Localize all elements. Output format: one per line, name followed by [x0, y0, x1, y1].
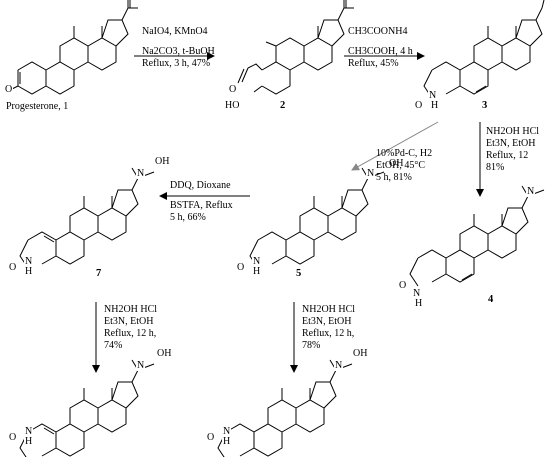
atom-h-compound-3: H — [430, 100, 440, 111]
structure-product-step-7 — [217, 359, 353, 457]
reaction-arrows — [92, 52, 484, 373]
compound-label-progesterone: Progesterone, 1 — [6, 101, 69, 112]
conditions-line: Na2CO3, t-BuOH — [142, 46, 215, 57]
compound-number-5: 5 — [296, 268, 302, 279]
conditions-step-5: DDQ, Dioxane BSTFA, Reflux 5 h, 66% — [170, 180, 233, 224]
atom-h-product-6: H — [24, 436, 34, 447]
atom-oh-compound-5: OH — [388, 158, 405, 169]
conditions-line: NaIO4, KMnO4 — [142, 26, 208, 37]
atom-h-product-7: H — [222, 436, 232, 447]
conditions-line: Reflux, 12 — [486, 150, 529, 161]
compound-number-7: 7 — [96, 268, 102, 279]
structure-compound-5 — [249, 167, 385, 269]
atom-o-compound-3: O — [414, 100, 424, 111]
atom-o-progesterone: O — [4, 84, 14, 95]
structure-product-step-6 — [19, 359, 155, 457]
conditions-line: 81% — [486, 162, 505, 173]
structure-progesterone — [9, 0, 138, 95]
conditions-step-7: NH2OH HCl Et3N, EtOH Reflux, 12 h, 78% — [302, 304, 355, 352]
atom-n-oxime-product-7: N — [334, 360, 344, 371]
conditions-step-1: NaIO4, KMnO4 Na2CO3, t-BuOH Reflux, 3 h,… — [142, 26, 215, 70]
conditions-line: 78% — [302, 340, 321, 351]
atom-o-compound-4: O — [398, 280, 408, 291]
atom-h-compound-5: H — [252, 266, 262, 277]
conditions-line: EtOH, 45°C — [376, 160, 425, 171]
conditions-line: Reflux, 12 h, — [302, 328, 355, 339]
atom-h-compound-4: H — [414, 298, 424, 309]
atom-o-compound-2: O — [228, 84, 238, 95]
conditions-line: 74% — [104, 340, 123, 351]
atom-n-oxime-compound-4: N — [526, 186, 536, 197]
conditions-line: 5 h, 81% — [376, 172, 412, 183]
atom-nh-compound-3: N — [428, 90, 438, 101]
conditions-line: Et3N, EtOH — [104, 316, 154, 327]
atom-oh-product-7: OH — [352, 348, 369, 359]
conditions-line: CH3COONH4 — [348, 26, 408, 37]
atom-n-oxime-compound-5: N — [366, 168, 376, 179]
conditions-line: Et3N, EtOH — [486, 138, 536, 149]
conditions-line: Et3N, EtOH — [302, 316, 352, 327]
structure-compound-3 — [423, 0, 545, 99]
atom-o-product-6: O — [8, 432, 18, 443]
atom-o-product-7: O — [206, 432, 216, 443]
conditions-line: DDQ, Dioxane — [170, 180, 231, 191]
atom-o-compound-7: O — [8, 262, 18, 273]
conditions-line: CH3COOH, 4 h — [348, 46, 413, 57]
conditions-line: Reflux, 12 h, — [104, 328, 157, 339]
conditions-step-6: NH2OH HCl Et3N, EtOH Reflux, 12 h, 74% — [104, 304, 157, 352]
atom-n-product-7: N — [222, 426, 232, 437]
compound-number-3: 3 — [482, 100, 488, 111]
conditions-line: Reflux, 3 h, 47% — [142, 58, 211, 69]
conditions-line: 5 h, 66% — [170, 212, 206, 223]
compound-number-2: 2 — [280, 100, 286, 111]
atom-n-compound-5: N — [252, 256, 262, 267]
atom-h-compound-7: H — [24, 266, 34, 277]
arrow-step-4 — [351, 121, 439, 171]
structure-compound-7 — [19, 167, 155, 269]
atom-o-compound-5: O — [236, 262, 246, 273]
conditions-line: NH2OH HCl — [302, 304, 356, 315]
atom-oh-compound-7: OH — [154, 156, 171, 167]
conditions-line: NH2OH HCl — [104, 304, 158, 315]
atom-n-oxime-compound-7: N — [136, 168, 146, 179]
conditions-line: Reflux, 45% — [348, 58, 399, 69]
compound-number-4: 4 — [488, 294, 494, 305]
atom-ho-compound-2: HO — [224, 100, 241, 111]
conditions-line: BSTFA, Reflux — [170, 200, 233, 211]
atom-oh-product-6: OH — [156, 348, 173, 359]
conditions-line: NH2OH HCl — [486, 126, 540, 137]
structure-compound-4 — [409, 185, 545, 287]
conditions-step-3: NH2OH HCl Et3N, EtOH Reflux, 12 81% — [486, 126, 539, 174]
atom-n-compound-4: N — [412, 288, 422, 299]
atom-n-product-6: N — [24, 426, 34, 437]
conditions-step-2: CH3COONH4 CH3COOH, 4 h Reflux, 45% — [348, 26, 413, 70]
conditions-line: 10%Pd-C, H2 — [376, 148, 433, 159]
conditions-step-4: 10%Pd-C, H2 EtOH, 45°C 5 h, 81% — [376, 148, 432, 184]
atom-n-compound-7: N — [24, 256, 34, 267]
atom-n-oxime-product-6: N — [136, 360, 146, 371]
structure-compound-2 — [237, 0, 354, 95]
